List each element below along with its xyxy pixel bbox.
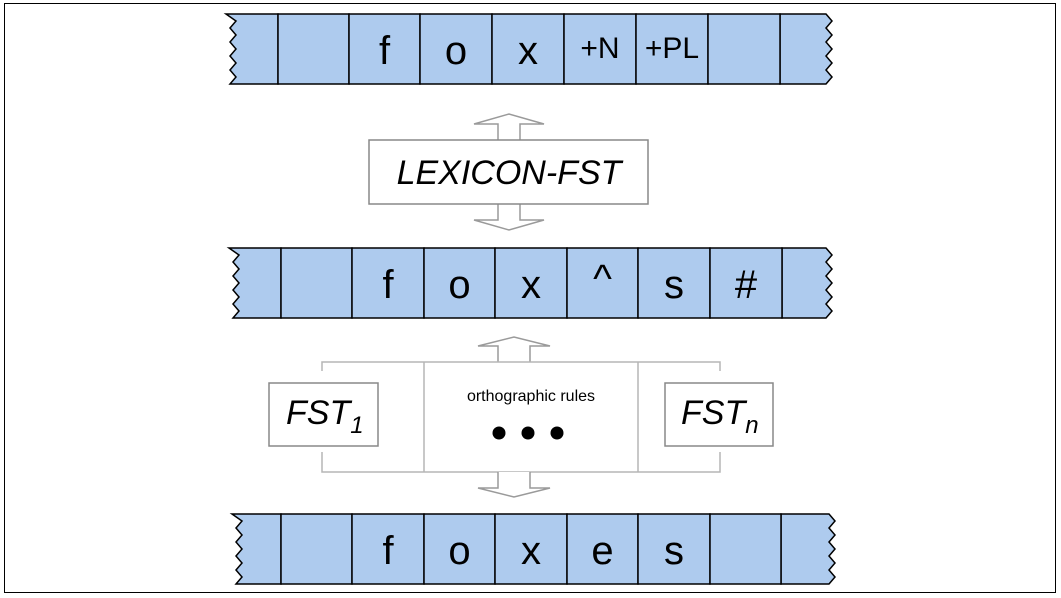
tape-cell-symbol: #	[735, 263, 758, 307]
tape-cell: e	[566, 513, 639, 585]
svg-text:FST1: FST1	[286, 394, 364, 439]
tape-cell: ^	[566, 247, 639, 319]
orthographic-rules-label: orthographic rules	[467, 388, 595, 405]
orthographic-up-arrow	[477, 336, 551, 362]
tape-cell-symbol: o	[445, 29, 467, 73]
fst-1-subscript: 1	[350, 412, 363, 439]
fst-n-box: FSTn	[664, 382, 774, 447]
lexicon-fst-box: LEXICON-FST	[368, 139, 649, 205]
tape-cell-symbol: f	[382, 529, 394, 573]
lexicon-fst-label: LEXICON-FST	[397, 154, 624, 192]
tape-cell-symbol: x	[521, 263, 541, 307]
fst-n-label: FST	[681, 394, 747, 432]
tape-cell: o	[419, 13, 493, 85]
lexical-tape: f o x +N +PL	[223, 13, 833, 85]
up-arrow-head	[473, 113, 545, 140]
tape-cell: s	[637, 247, 711, 319]
tape-cell-symbol: f	[382, 263, 394, 307]
fst-1-label: FST	[286, 394, 352, 432]
tape-cell-symbol: x	[518, 29, 538, 73]
tape-cell-symbol: +N	[580, 32, 619, 65]
tape-cell-symbol: o	[448, 263, 470, 307]
orthographic-down-arrow	[477, 472, 551, 498]
tape-cell-symbol: x	[521, 529, 541, 573]
surface-tape: f o x e s	[229, 513, 836, 585]
tape-cell	[280, 247, 353, 319]
tape-cell-symbol: ^	[593, 257, 612, 301]
top-bracket	[321, 361, 721, 371]
fst-n-subscript: n	[745, 412, 758, 439]
tape-cell-symbol: s	[664, 529, 684, 573]
tape-cell: x	[491, 13, 565, 85]
tape-cell-symbol: f	[379, 29, 391, 73]
tape-right-torn-end	[779, 13, 833, 85]
tape-cell-symbol: +PL	[645, 32, 699, 65]
tape-left-torn-end	[226, 247, 282, 319]
intermediate-tape: f o x ^ s #	[226, 247, 833, 319]
tape-cell: o	[423, 247, 496, 319]
fst-1-box: FST1	[268, 382, 379, 447]
tape-cell: o	[423, 513, 496, 585]
tape-cell: #	[709, 247, 783, 319]
lexicon-double-arrow	[473, 113, 545, 231]
tape-cell: x	[494, 513, 568, 585]
tape-cell	[707, 13, 781, 85]
tape-cell	[709, 513, 782, 585]
svg-text:FSTn: FSTn	[681, 394, 759, 439]
tape-cell	[280, 513, 353, 585]
tape-cell-symbol: s	[664, 263, 684, 307]
tape-cell	[277, 13, 350, 85]
tape-cell-symbol: o	[448, 529, 470, 573]
down-arrow-head	[473, 204, 545, 231]
tape-cell: +PL	[635, 13, 709, 85]
figure-frame	[4, 3, 1056, 593]
tape-cell-symbol: e	[591, 529, 613, 573]
orthographic-bracket	[321, 361, 721, 473]
tape-cell: +N	[563, 13, 637, 85]
tape-cell: f	[351, 513, 425, 585]
tape-right-torn-end	[781, 247, 833, 319]
tape-cell: x	[494, 247, 568, 319]
ellipsis-dots	[492, 426, 564, 440]
tape-left-torn-end	[229, 513, 282, 585]
tape-right-torn-end	[780, 513, 836, 585]
tape-cell: s	[637, 513, 711, 585]
bottom-bracket	[321, 452, 721, 473]
tape-cell: f	[348, 13, 421, 85]
tape-left-torn-end	[223, 13, 279, 85]
tape-cell: f	[351, 247, 425, 319]
